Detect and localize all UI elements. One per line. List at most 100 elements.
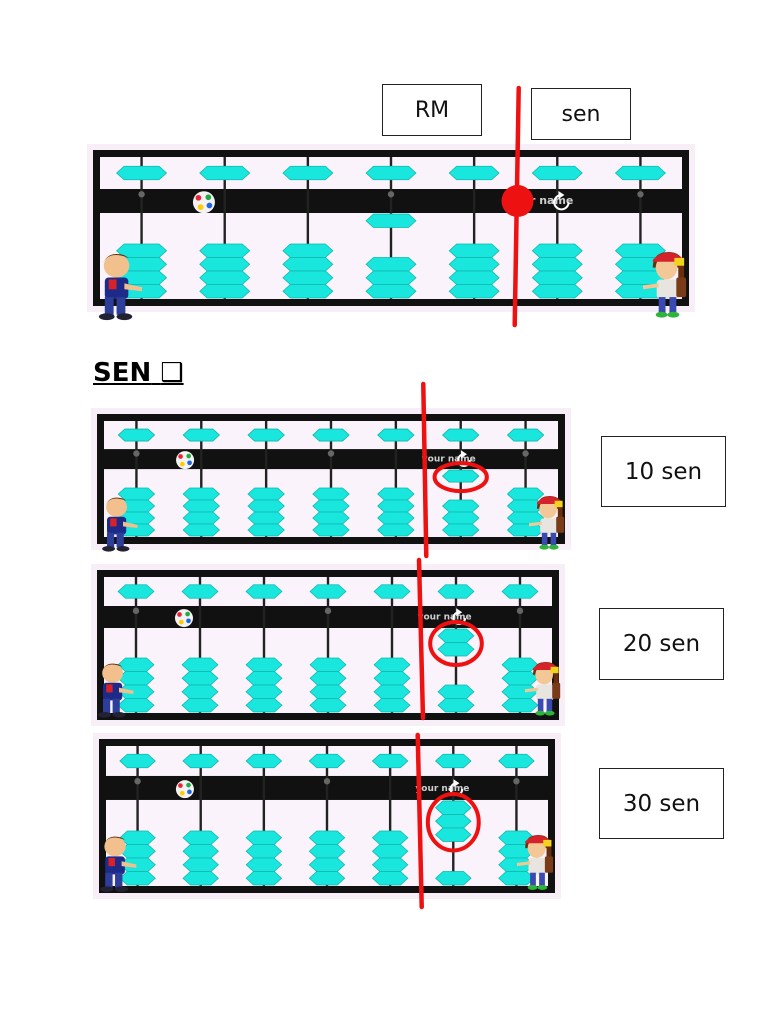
heaven-bead [282,165,334,181]
girl-character [643,252,687,318]
heaven-bead [377,428,415,442]
sen-label-box: sen [531,88,631,140]
heaven-bead [371,753,409,769]
earth-bead [435,814,472,829]
earth-bead [245,671,283,686]
earth-bead [247,487,285,501]
heaven-bead [181,584,219,599]
beam-dot [134,778,141,785]
earth-bead [309,698,347,713]
earth-bead [181,671,219,686]
your-name-label: your name [422,455,476,465]
earth-bead [441,499,480,513]
earth-bead [501,684,539,699]
earth-bead [312,523,350,537]
heaven-bead [182,753,219,769]
twenty-sen-box: 20 sen [599,608,724,680]
beam-dot [132,607,140,615]
highlight-circle [432,461,489,494]
sen-label: sen [561,101,601,127]
earth-bead [245,871,283,886]
earth-bead [182,830,219,845]
checkbox-symbol: ❑ [160,358,184,388]
earth-bead [365,284,417,299]
earth-bead [377,511,415,525]
heaven-bead [373,584,411,599]
ten-sen-box: 10 sen [601,436,726,507]
your-name-label: your name [418,613,472,623]
earth-bead [182,499,221,513]
beam-dot [138,191,145,198]
earth-bead [365,213,417,228]
beam-dot [513,778,520,785]
earth-bead [309,671,347,686]
earth-bead [437,642,475,657]
earth-bead [182,844,219,859]
earth-bead [441,469,480,483]
earth-bead [199,270,251,285]
earth-bead [182,871,219,886]
heaven-bead [531,165,583,181]
earth-bead [531,243,583,258]
earth-bead [308,830,346,845]
earth-bead [308,844,346,859]
earth-bead [437,684,475,699]
earth-bead [181,684,219,699]
earth-bead [182,511,221,525]
earth-bead [247,499,285,513]
earth-bead [435,827,472,842]
boy-character [98,253,143,321]
palette-icon [175,609,193,628]
boy-character [100,836,137,892]
earth-bead [435,871,472,886]
heaven-bead [498,753,535,769]
girl-character [517,835,554,890]
thirty-sen-label: 30 sen [622,790,701,817]
rm-label-box: RM [382,84,482,136]
earth-bead [117,698,155,713]
earth-bead [371,871,409,886]
sen-heading: SEN ❑ [93,358,184,388]
earth-bead [531,284,583,299]
thirty-sen-box: 30 sen [599,768,724,839]
ten-sen-label: 10 sen [624,458,703,485]
divider-line [416,557,426,721]
heaven-bead [116,165,168,181]
earth-bead [117,487,156,501]
earth-bead [373,684,411,699]
heaven-bead [312,428,350,442]
your-name-label: your name [415,784,469,794]
girl-character [529,496,565,550]
beam-dot [637,191,644,198]
earth-bead [498,871,535,886]
earth-bead [501,698,539,713]
reset-icon [553,191,570,211]
earth-bead [182,857,219,872]
earth-bead [247,523,285,537]
earth-bead [531,257,583,272]
heaven-bead [117,584,155,599]
highlight-circle [428,620,484,667]
earth-bead [448,257,500,272]
earth-bead [245,657,283,672]
boy-character [102,497,138,552]
earth-bead [245,830,283,845]
earth-bead [312,499,350,513]
heaven-bead [501,584,539,599]
beam-dot [324,607,332,615]
earth-bead [312,511,350,525]
beam-dot [387,191,395,198]
earth-bead [373,698,411,713]
heaven-bead [441,428,480,442]
divider-line [415,732,424,910]
heaven-bead [182,428,221,442]
beam-dot [516,607,524,615]
earth-bead [448,270,500,285]
earth-bead [377,487,415,501]
heaven-bead [365,165,417,181]
earth-bead [181,698,219,713]
earth-bead [448,284,500,299]
earth-bead [245,698,283,713]
abacus-ten-sen: your name [91,381,571,559]
earth-bead [117,657,155,672]
